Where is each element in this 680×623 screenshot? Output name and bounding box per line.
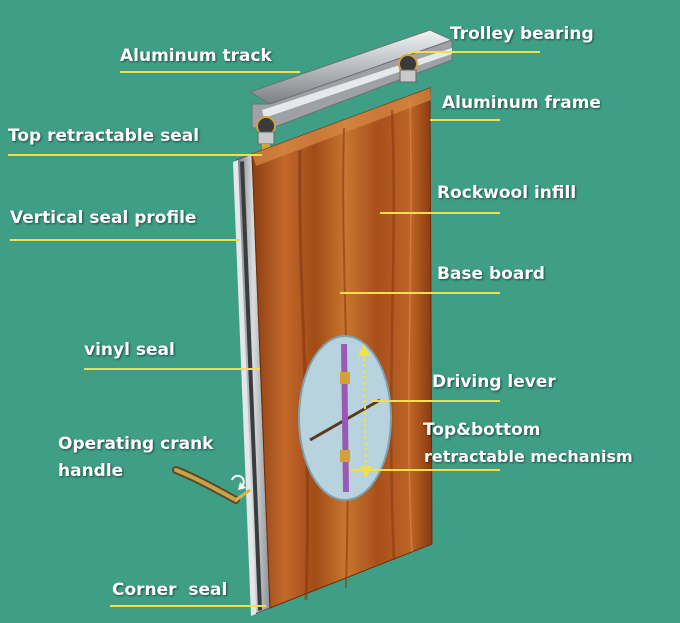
operating-crank-handle: [172, 466, 251, 504]
trolley-bearing-rear: [398, 54, 418, 83]
label-trolley-bearing: Trolley bearing: [450, 24, 594, 44]
label-crank-line2: handle: [58, 461, 124, 481]
door-edge-profile: [233, 153, 271, 616]
leader-lines: [8, 51, 540, 607]
label-driving-lever: Driving lever: [432, 372, 556, 392]
label-base-board: Base board: [437, 264, 545, 284]
label-crank-line1: Operating crank: [58, 434, 214, 454]
label-top-bottom-line2: retractable mechanism: [424, 447, 633, 466]
label-vertical-seal-profile: Vertical seal profile: [10, 208, 197, 228]
label-vinyl-seal: vinyl seal: [84, 340, 175, 360]
label-aluminum-track: Aluminum track: [120, 46, 272, 66]
label-rockwool-infill: Rockwool infill: [437, 183, 577, 203]
label-top-bottom-line1: Top&bottom: [423, 420, 541, 440]
label-aluminum-frame: Aluminum frame: [442, 93, 601, 113]
mechanism-window: [298, 335, 392, 501]
label-top-retractable-seal: Top retractable seal: [8, 126, 200, 146]
label-corner-seal: Corner seal: [112, 580, 228, 600]
